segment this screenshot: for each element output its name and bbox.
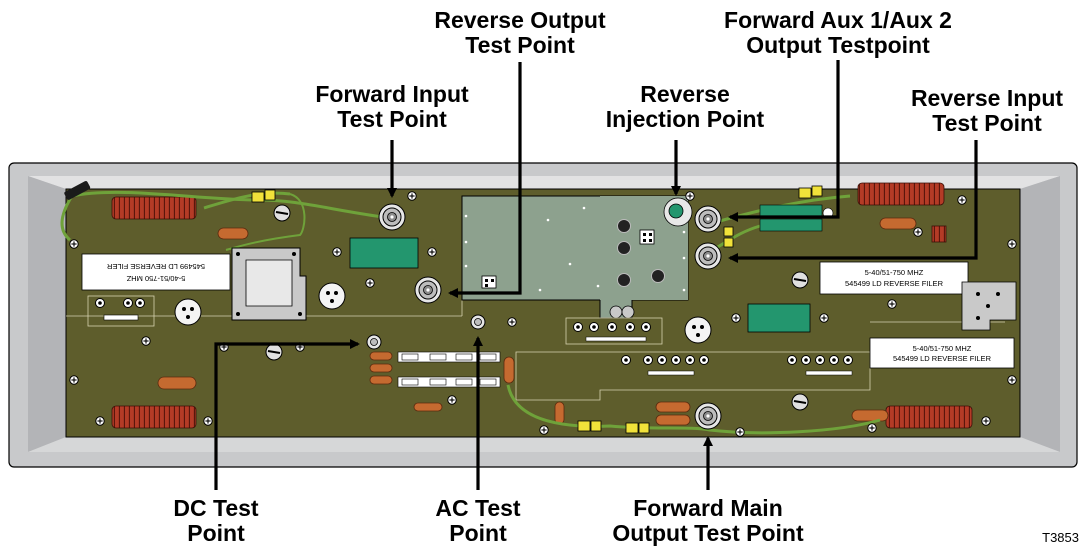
callout-forward-aux-line1: Forward Aux 1/Aux 2 [706, 8, 970, 33]
callout-ac-test-line2: Point [418, 521, 538, 546]
callout-reverse-injection-line1: Reverse [600, 82, 770, 107]
callout-forward-main-line2: Output Test Point [602, 521, 814, 546]
coil-small-right [932, 226, 946, 242]
callout-reverse-injection-line2: Injection Point [600, 107, 770, 132]
big-screw-4 [266, 344, 282, 360]
callout-reverse-output-line2: Test Point [418, 33, 622, 58]
callout-forward-aux-line2: Output Testpoint [706, 33, 970, 58]
callout-dc-test-line2: Point [156, 521, 276, 546]
callout-reverse-output-line1: Reverse Output [418, 8, 622, 33]
big-screw-2 [792, 272, 808, 288]
reverse-input-test-port [695, 243, 721, 269]
dc-test-point [367, 335, 381, 349]
callout-reverse-input-line2: Test Point [896, 111, 1078, 136]
filter-label-right-upper: 5-40/51-750 MHZ 545499 LD REVERSE FILER [820, 262, 968, 294]
callout-ac-test-line1: AC Test [418, 496, 538, 521]
reverse-output-test-port [415, 277, 441, 303]
ac-test-point [471, 315, 485, 329]
callout-ac-test: AC Test Point [418, 496, 538, 546]
big-screw-3 [792, 394, 808, 410]
plug-left [175, 299, 201, 325]
callout-reverse-input-line1: Reverse Input [896, 86, 1078, 111]
coil-top-left [112, 197, 196, 219]
filter-label-right-lower: 5-40/51-750 MHZ 545499 LD REVERSE FILER [870, 338, 1014, 368]
filter-label-right-lower-line1: 5-40/51-750 MHZ [913, 344, 972, 353]
callout-dc-test-line1: DC Test [156, 496, 276, 521]
callout-forward-main: Forward Main Output Test Point [602, 496, 814, 546]
callout-reverse-input: Reverse Input Test Point [896, 86, 1078, 136]
callout-forward-input-line1: Forward Input [302, 82, 482, 107]
filter-label-right-lower-line2: 545499 LD REVERSE FILER [893, 354, 992, 363]
filter-label-left-line2: 545499 LD REVERSE FILER [106, 262, 205, 271]
callout-forward-input: Forward Input Test Point [302, 82, 482, 132]
callout-forward-main-line1: Forward Main [602, 496, 814, 521]
callout-reverse-output: Reverse Output Test Point [418, 8, 622, 58]
coil-top-right [858, 183, 944, 205]
callout-dc-test: DC Test Point [156, 496, 276, 546]
big-screw-1 [274, 205, 290, 221]
filter-label-left: 5-40/51-750 MHZ 545499 LD REVERSE FILER [82, 254, 230, 290]
filter-label-left-line1: 5-40/51-750 MHZ [126, 274, 185, 283]
callout-reverse-injection: Reverse Injection Point [600, 82, 770, 132]
figure-id: T3853 [1042, 530, 1079, 545]
forward-aux-test-port-1 [695, 206, 721, 232]
shield-bracket [232, 248, 306, 320]
coil-bottom-right [886, 406, 972, 428]
plug-center-right [685, 317, 711, 343]
callout-forward-input-line2: Test Point [302, 107, 482, 132]
callout-forward-aux: Forward Aux 1/Aux 2 Output Testpoint [706, 8, 970, 58]
forward-input-test-port [379, 204, 405, 230]
filter-label-right-upper-line1: 5-40/51-750 MHZ [865, 268, 924, 277]
plug-center-left [319, 283, 345, 309]
forward-main-output-test-port [695, 403, 721, 429]
filter-label-right-upper-line2: 545499 LD REVERSE FILER [845, 279, 944, 288]
coil-bottom-left [112, 406, 196, 428]
central-module [462, 196, 692, 318]
